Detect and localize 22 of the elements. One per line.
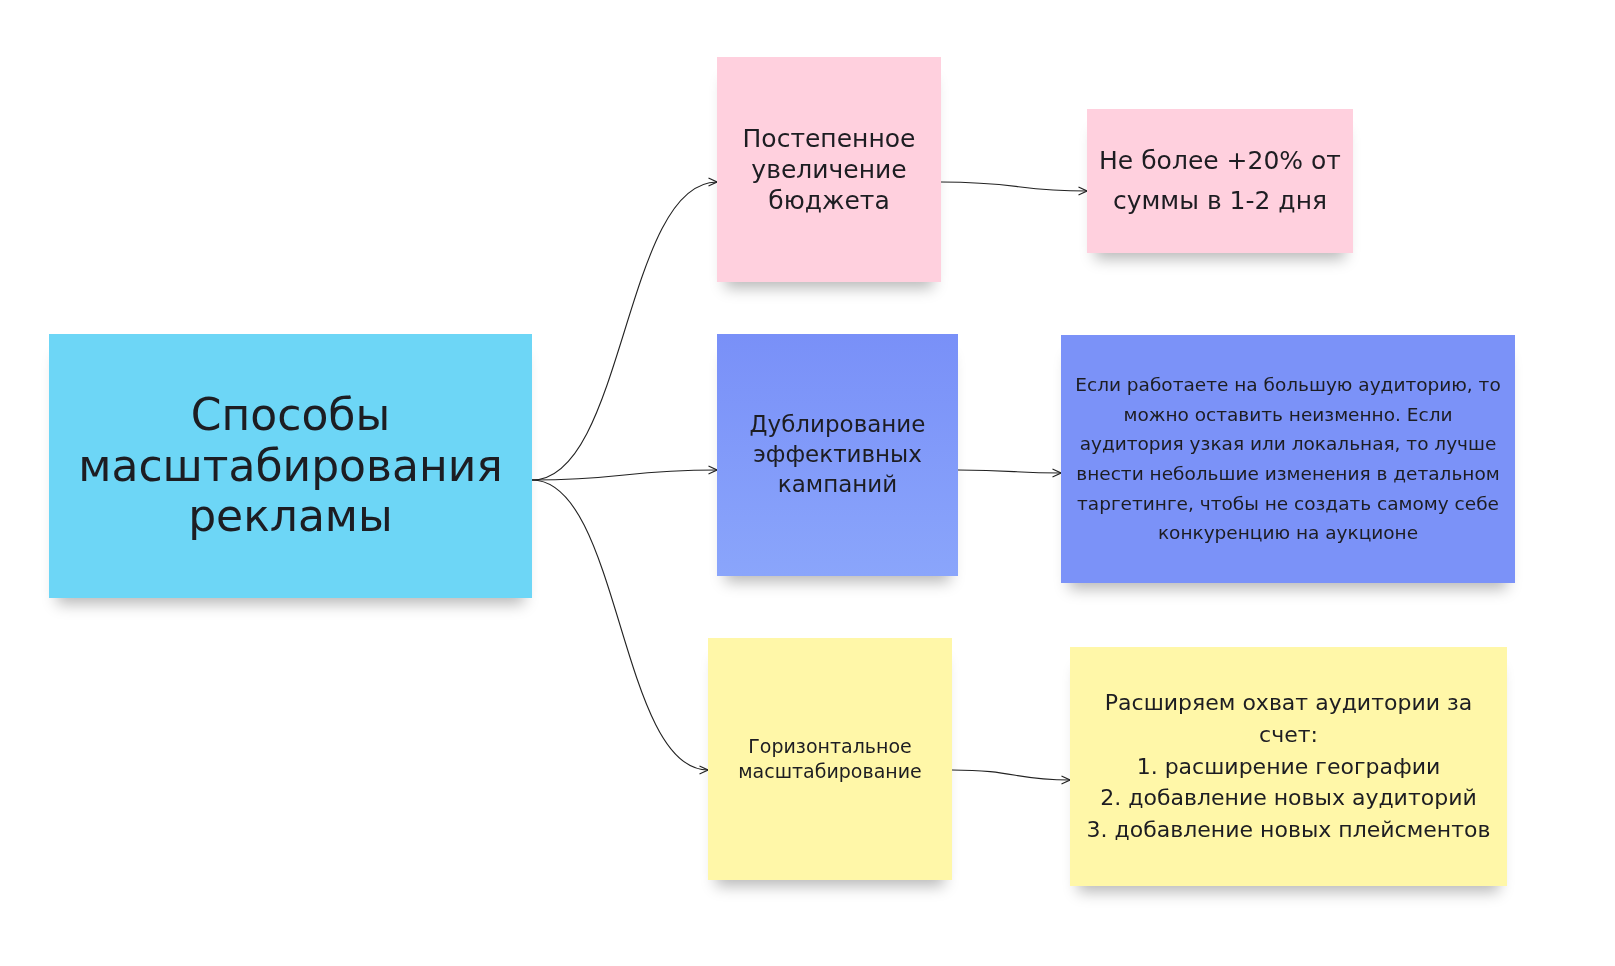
note-text: Дублирование эффективных кампаний	[748, 410, 927, 499]
note-text: Расширяем охват аудитории за счет:	[1103, 688, 1474, 749]
arrow	[951, 769, 1071, 785]
note-text: Постепенное увеличение бюджета	[741, 122, 917, 217]
arrow	[531, 479, 709, 773]
note-text: 1. расширение географии	[1136, 752, 1441, 781]
arrow	[940, 181, 1088, 196]
sticky-note	[1061, 335, 1515, 583]
sticky-note	[717, 334, 958, 576]
arrow	[531, 465, 718, 481]
note-text: Если работаете на большую аудиторию, то можно оставить неизменно. Если аудитория узкая или локальная, то лучше внести небольшие изменения в детальном таргетинге, чтобы не создать самому себе конкуренцию на аукционе	[1074, 373, 1502, 546]
note-text: 2. добавление новых аудиторий	[1100, 784, 1477, 813]
title-sticky-note	[49, 334, 532, 598]
sticky-note	[1070, 647, 1507, 886]
note-text: Не более +20% от суммы в 1-2 дня	[1098, 145, 1342, 217]
note-text: Горизонтальное масштабирование	[737, 734, 923, 784]
note-text: Способы масштабирования рекламы	[77, 390, 504, 542]
sticky-note	[1087, 109, 1353, 253]
sticky-note	[717, 57, 941, 282]
note-text: 3. добавление новых плейсментов	[1086, 816, 1491, 845]
arrow	[957, 468, 1062, 478]
sticky-note	[708, 638, 952, 880]
